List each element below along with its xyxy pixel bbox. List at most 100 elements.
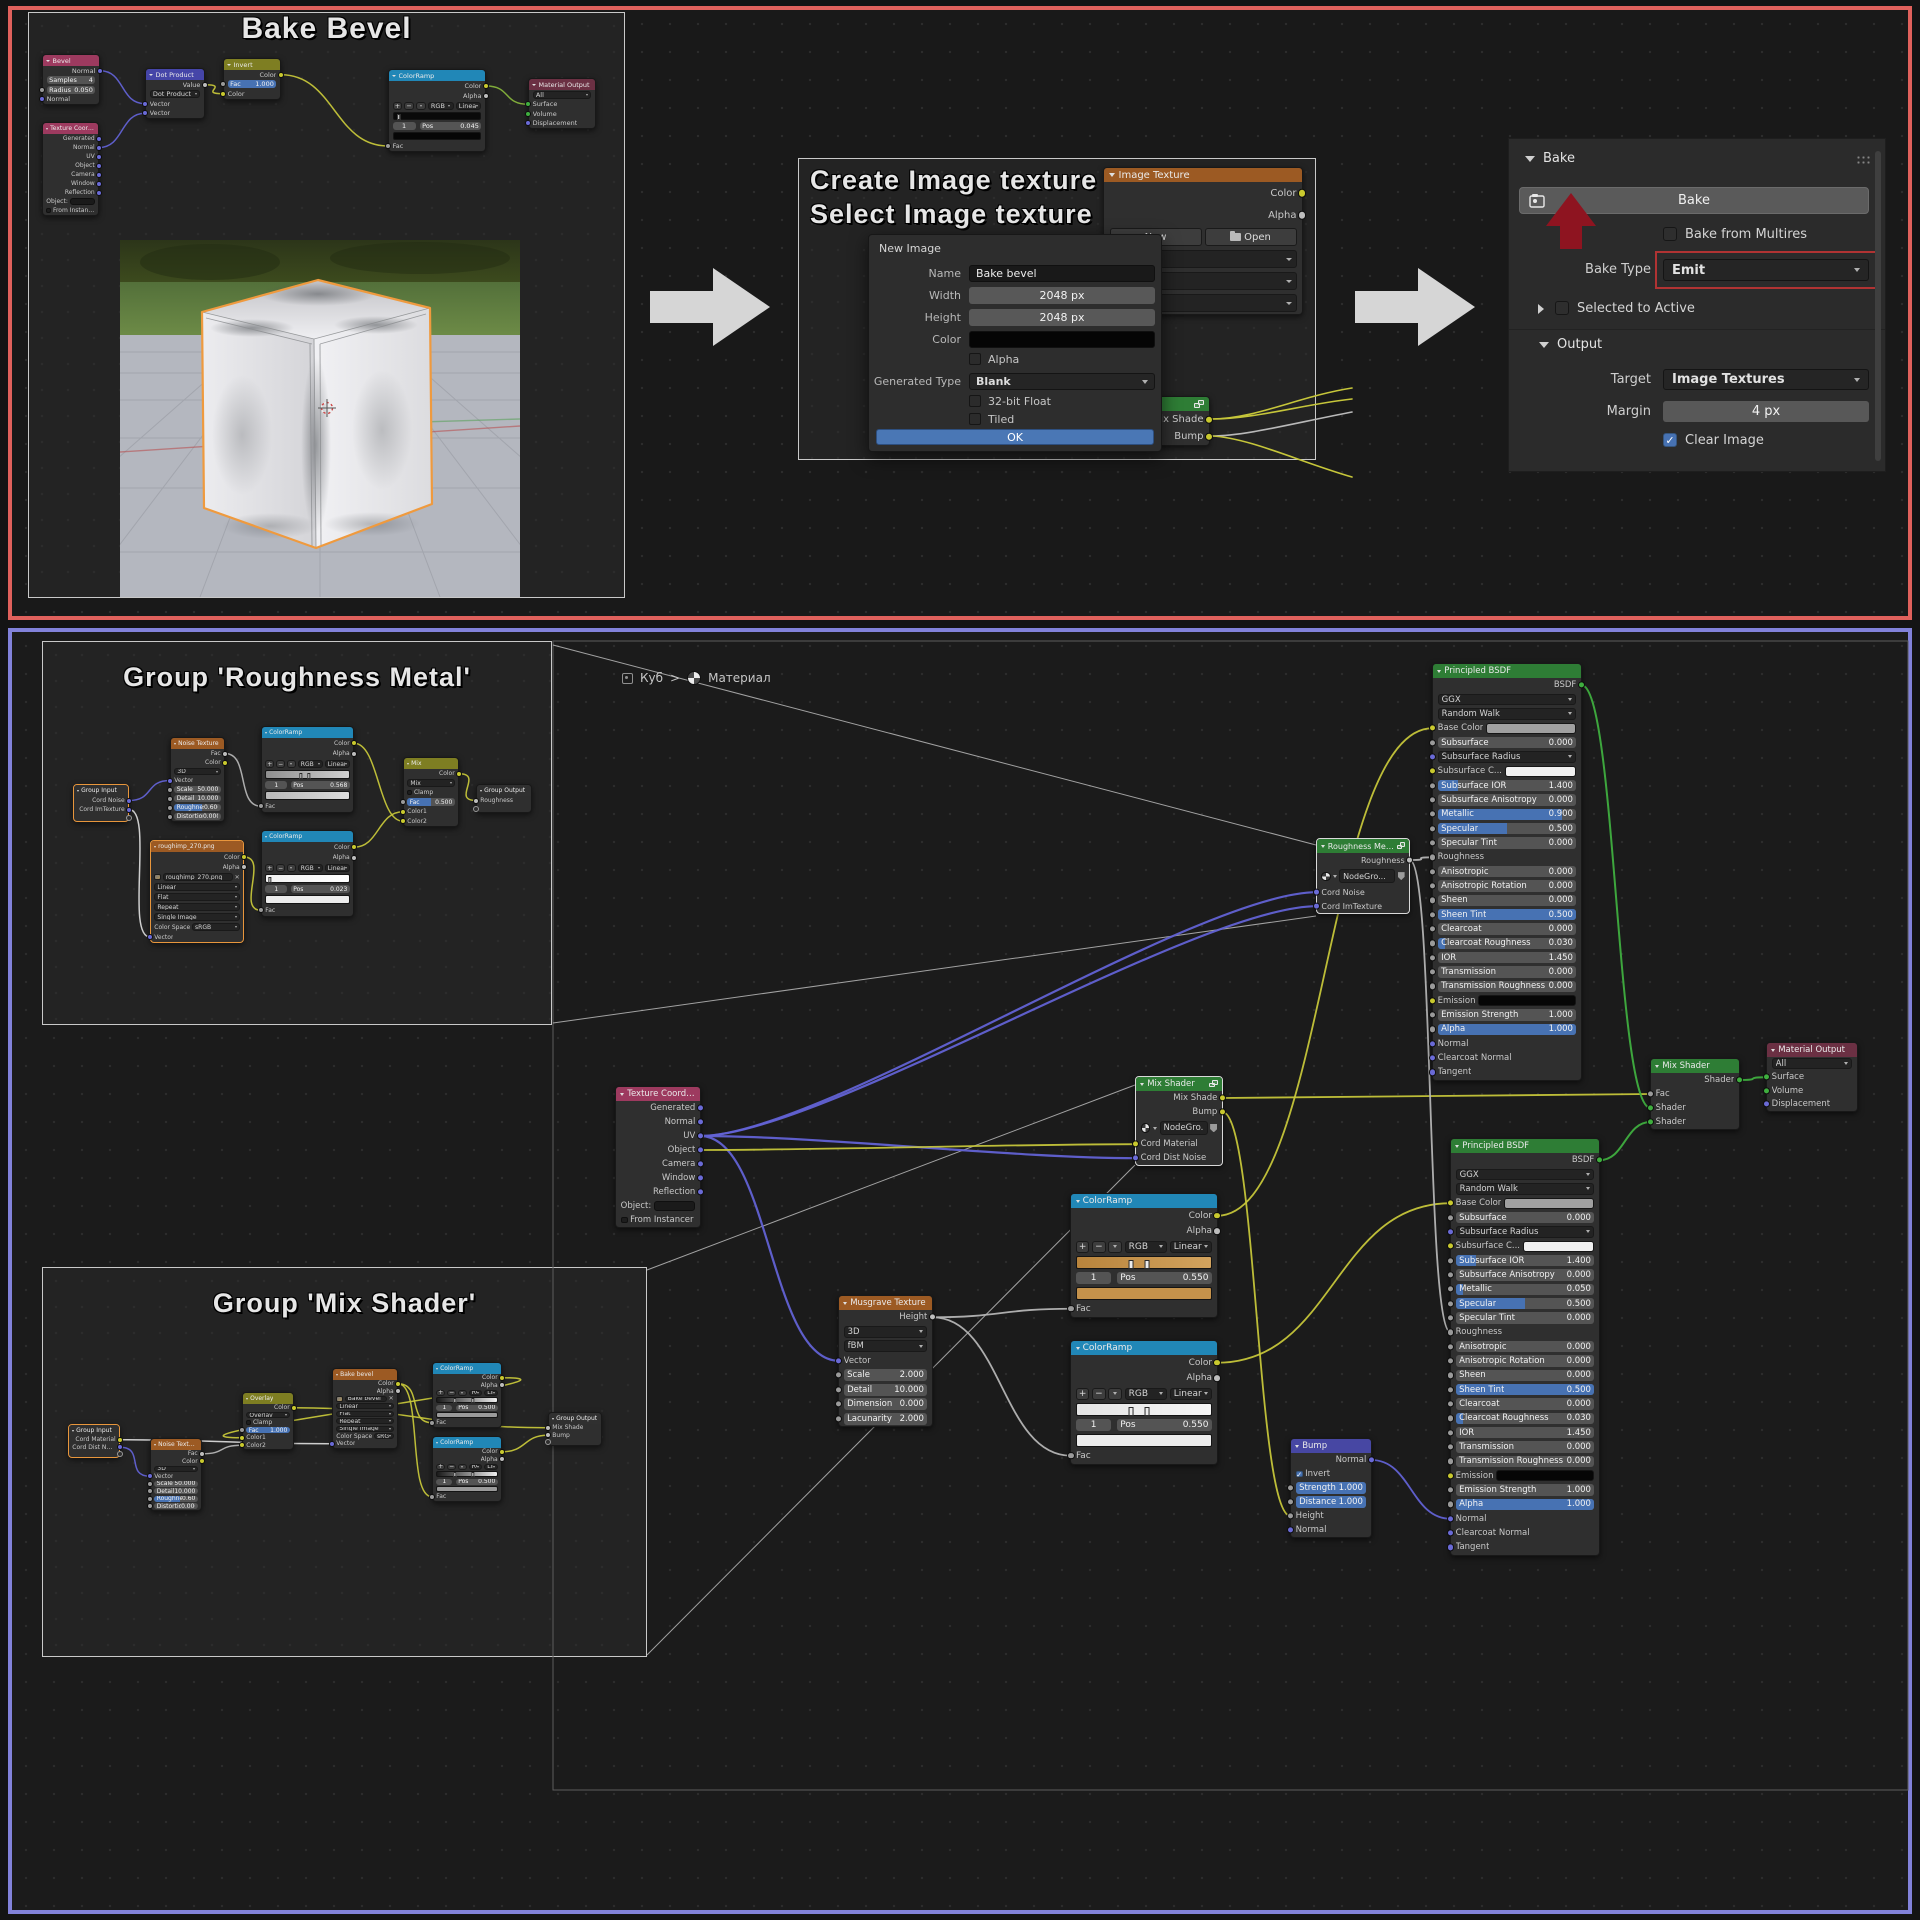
node-header[interactable]: Mix Shader [1651, 1059, 1739, 1073]
alpha-checkbox[interactable] [969, 353, 981, 365]
output-socket[interactable] [1213, 1227, 1221, 1236]
color-mode-dropdown[interactable]: RGB [468, 1463, 483, 1470]
input-socket[interactable] [835, 1400, 843, 1408]
input-socket[interactable] [1429, 781, 1437, 790]
input-socket[interactable] [1429, 796, 1437, 804]
gradient-bar[interactable] [1075, 1255, 1213, 1269]
input-socket[interactable] [1429, 724, 1437, 732]
stop-index-field[interactable]: 1 [436, 1404, 453, 1411]
output-socket[interactable] [117, 1436, 123, 1443]
node-header[interactable]: roughimp_270.png [151, 841, 243, 852]
output-socket[interactable] [351, 740, 357, 747]
input-socket[interactable] [1447, 1314, 1455, 1322]
color-swatch[interactable] [1504, 765, 1577, 777]
node-header[interactable]: Group Output [549, 1413, 601, 1424]
node-header[interactable]: Material Output [1767, 1043, 1857, 1057]
target-dropdown[interactable]: Image Textures [1663, 369, 1869, 390]
bake-type-dropdown[interactable]: Emit [1663, 259, 1869, 281]
output-socket[interactable] [97, 67, 103, 74]
output-socket[interactable] [1213, 1211, 1221, 1220]
object-field[interactable] [69, 197, 95, 205]
remove-stop-button[interactable]: − [276, 864, 286, 873]
output-socket[interactable] [291, 1404, 297, 1411]
unlink-icon[interactable]: ✕ [388, 1395, 394, 1403]
ramp-options-button[interactable] [286, 760, 296, 769]
slider-distortion[interactable]: Distortion0.000 [174, 812, 221, 821]
dropdown-random-walk[interactable]: Random Walk [1455, 1183, 1595, 1195]
input-socket[interactable] [147, 1503, 153, 1510]
node-header[interactable]: Texture Coordinate [43, 123, 98, 134]
collapse-chevron-icon[interactable] [1525, 155, 1535, 162]
input-socket[interactable] [167, 813, 173, 820]
dropdown-flat[interactable]: Flat [154, 893, 240, 901]
input-socket[interactable] [1447, 1529, 1455, 1537]
name-input[interactable]: Bake bevel [969, 265, 1155, 282]
input-socket[interactable] [1447, 1328, 1455, 1336]
node-header[interactable]: Principled BSDF [1433, 664, 1581, 678]
stop-index-field[interactable]: 1 [436, 1478, 453, 1485]
node-header[interactable]: Bevel [43, 55, 99, 66]
input-socket[interactable] [1429, 1025, 1437, 1034]
output-socket[interactable] [199, 1458, 205, 1465]
node-header[interactable]: Image Texture [1104, 168, 1302, 182]
input-socket[interactable] [1429, 997, 1437, 1005]
add-stop-button[interactable]: + [1075, 1387, 1090, 1400]
input-socket[interactable] [473, 805, 479, 812]
node-header[interactable]: Overlay [243, 1393, 293, 1404]
node-header[interactable]: ColorRamp [1071, 1194, 1217, 1208]
input-socket[interactable] [1647, 1118, 1655, 1126]
output-socket[interactable] [499, 1448, 505, 1455]
input-socket[interactable] [1429, 982, 1437, 990]
checkbox-from-instancer[interactable] [620, 1216, 628, 1224]
input-socket[interactable] [39, 86, 45, 93]
dropdown-repeat[interactable]: Repeat [154, 903, 240, 911]
color-swatch[interactable] [1485, 722, 1577, 734]
dropdown-mix[interactable]: Mix [407, 779, 455, 788]
bake-panel-title[interactable]: Bake [1543, 151, 1575, 166]
input-socket[interactable] [147, 1480, 153, 1487]
input-socket[interactable] [1429, 839, 1437, 847]
color-swatch[interactable] [969, 331, 1155, 348]
ramp-options-button[interactable] [415, 102, 426, 110]
input-socket[interactable] [1429, 767, 1437, 775]
input-socket[interactable] [400, 818, 406, 825]
output-socket[interactable] [126, 814, 132, 821]
interpolation-dropdown[interactable]: Linear [1169, 1240, 1213, 1253]
input-socket[interactable] [1447, 1515, 1455, 1523]
dropdown-ggx[interactable]: GGX [1437, 693, 1577, 706]
input-socket[interactable] [1132, 1154, 1140, 1162]
input-socket[interactable] [473, 797, 479, 804]
input-socket[interactable] [1447, 1371, 1455, 1379]
output-collapse-icon[interactable] [1539, 342, 1549, 348]
ok-button[interactable]: OK [876, 429, 1154, 445]
input-socket[interactable] [525, 120, 531, 127]
input-socket[interactable] [400, 799, 406, 806]
output-socket[interactable] [278, 71, 284, 78]
input-socket[interactable] [258, 803, 264, 810]
interpolation-dropdown[interactable]: Linear [1169, 1387, 1213, 1400]
input-socket[interactable] [1447, 1271, 1455, 1279]
input-socket[interactable] [1287, 1526, 1295, 1534]
